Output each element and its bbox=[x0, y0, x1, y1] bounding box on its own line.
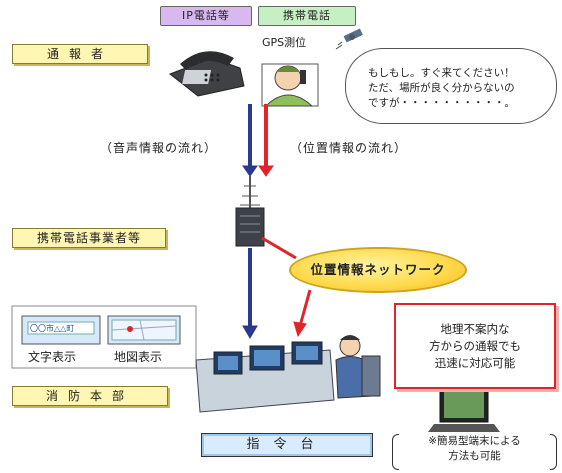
map-display-label: 地図表示 bbox=[114, 350, 163, 364]
gps-label: GPS測位 bbox=[262, 36, 307, 49]
note-line: 方法も可能 bbox=[448, 450, 501, 462]
reporter-label: 通報者 bbox=[12, 44, 148, 64]
satellite-icon bbox=[335, 28, 363, 50]
callout-line: 迅速に対応可能 bbox=[434, 356, 516, 370]
speech-line: もしもし。すぐ来てください！ bbox=[368, 67, 515, 79]
position-flow-arrow bbox=[258, 104, 312, 338]
text-display-panel bbox=[21, 315, 101, 345]
callout-line: 方からの通報でも bbox=[429, 339, 521, 353]
dispatch-console-label: 指令台 bbox=[201, 433, 373, 457]
note-line: ※簡易型端末による bbox=[428, 435, 521, 447]
benefit-callout: 地理不案内な 方からの通報でも 迅速に対応可能 bbox=[394, 303, 556, 389]
speech-bubble: もしもし。すぐ来てください！ ただ、場所が良く分からないの ですが・・・・・・・… bbox=[345, 48, 557, 124]
cell-tower-icon bbox=[235, 176, 265, 247]
ip-phone-tag: IP電話等 bbox=[160, 6, 252, 26]
speech-line: ですが・・・・・・・・・・。 bbox=[368, 97, 515, 109]
dispatch-console-icon bbox=[195, 335, 381, 413]
laptop-note: ※簡易型端末による 方法も可能 bbox=[392, 434, 557, 470]
voice-flow-label: （音声情報の流れ） bbox=[100, 141, 218, 155]
caller-person-icon bbox=[261, 63, 319, 107]
position-flow-label: （位置情報の流れ） bbox=[290, 141, 408, 155]
display-group-frame bbox=[11, 305, 197, 369]
position-network-label: 位置情報ネットワーク bbox=[289, 247, 467, 293]
note-bracket-right bbox=[550, 434, 557, 470]
desk-phone-icon bbox=[168, 51, 245, 97]
speech-line: ただ、場所が良く分からないの bbox=[368, 82, 515, 94]
note-bracket-left bbox=[392, 434, 399, 470]
fire-hq-label: 消防本部 bbox=[12, 386, 168, 406]
map-display-panel bbox=[107, 315, 181, 345]
carrier-label: 携帯電話事業者等 bbox=[12, 228, 166, 248]
mobile-phone-tag: 携帯電話 bbox=[258, 6, 356, 26]
text-display-label: 文字表示 bbox=[28, 350, 77, 364]
laptop-icon bbox=[428, 387, 500, 432]
text-display-screen-text: 〇〇市△△町 bbox=[30, 324, 75, 333]
voice-flow-arrow bbox=[242, 104, 258, 339]
callout-line: 地理不案内な bbox=[440, 322, 510, 336]
